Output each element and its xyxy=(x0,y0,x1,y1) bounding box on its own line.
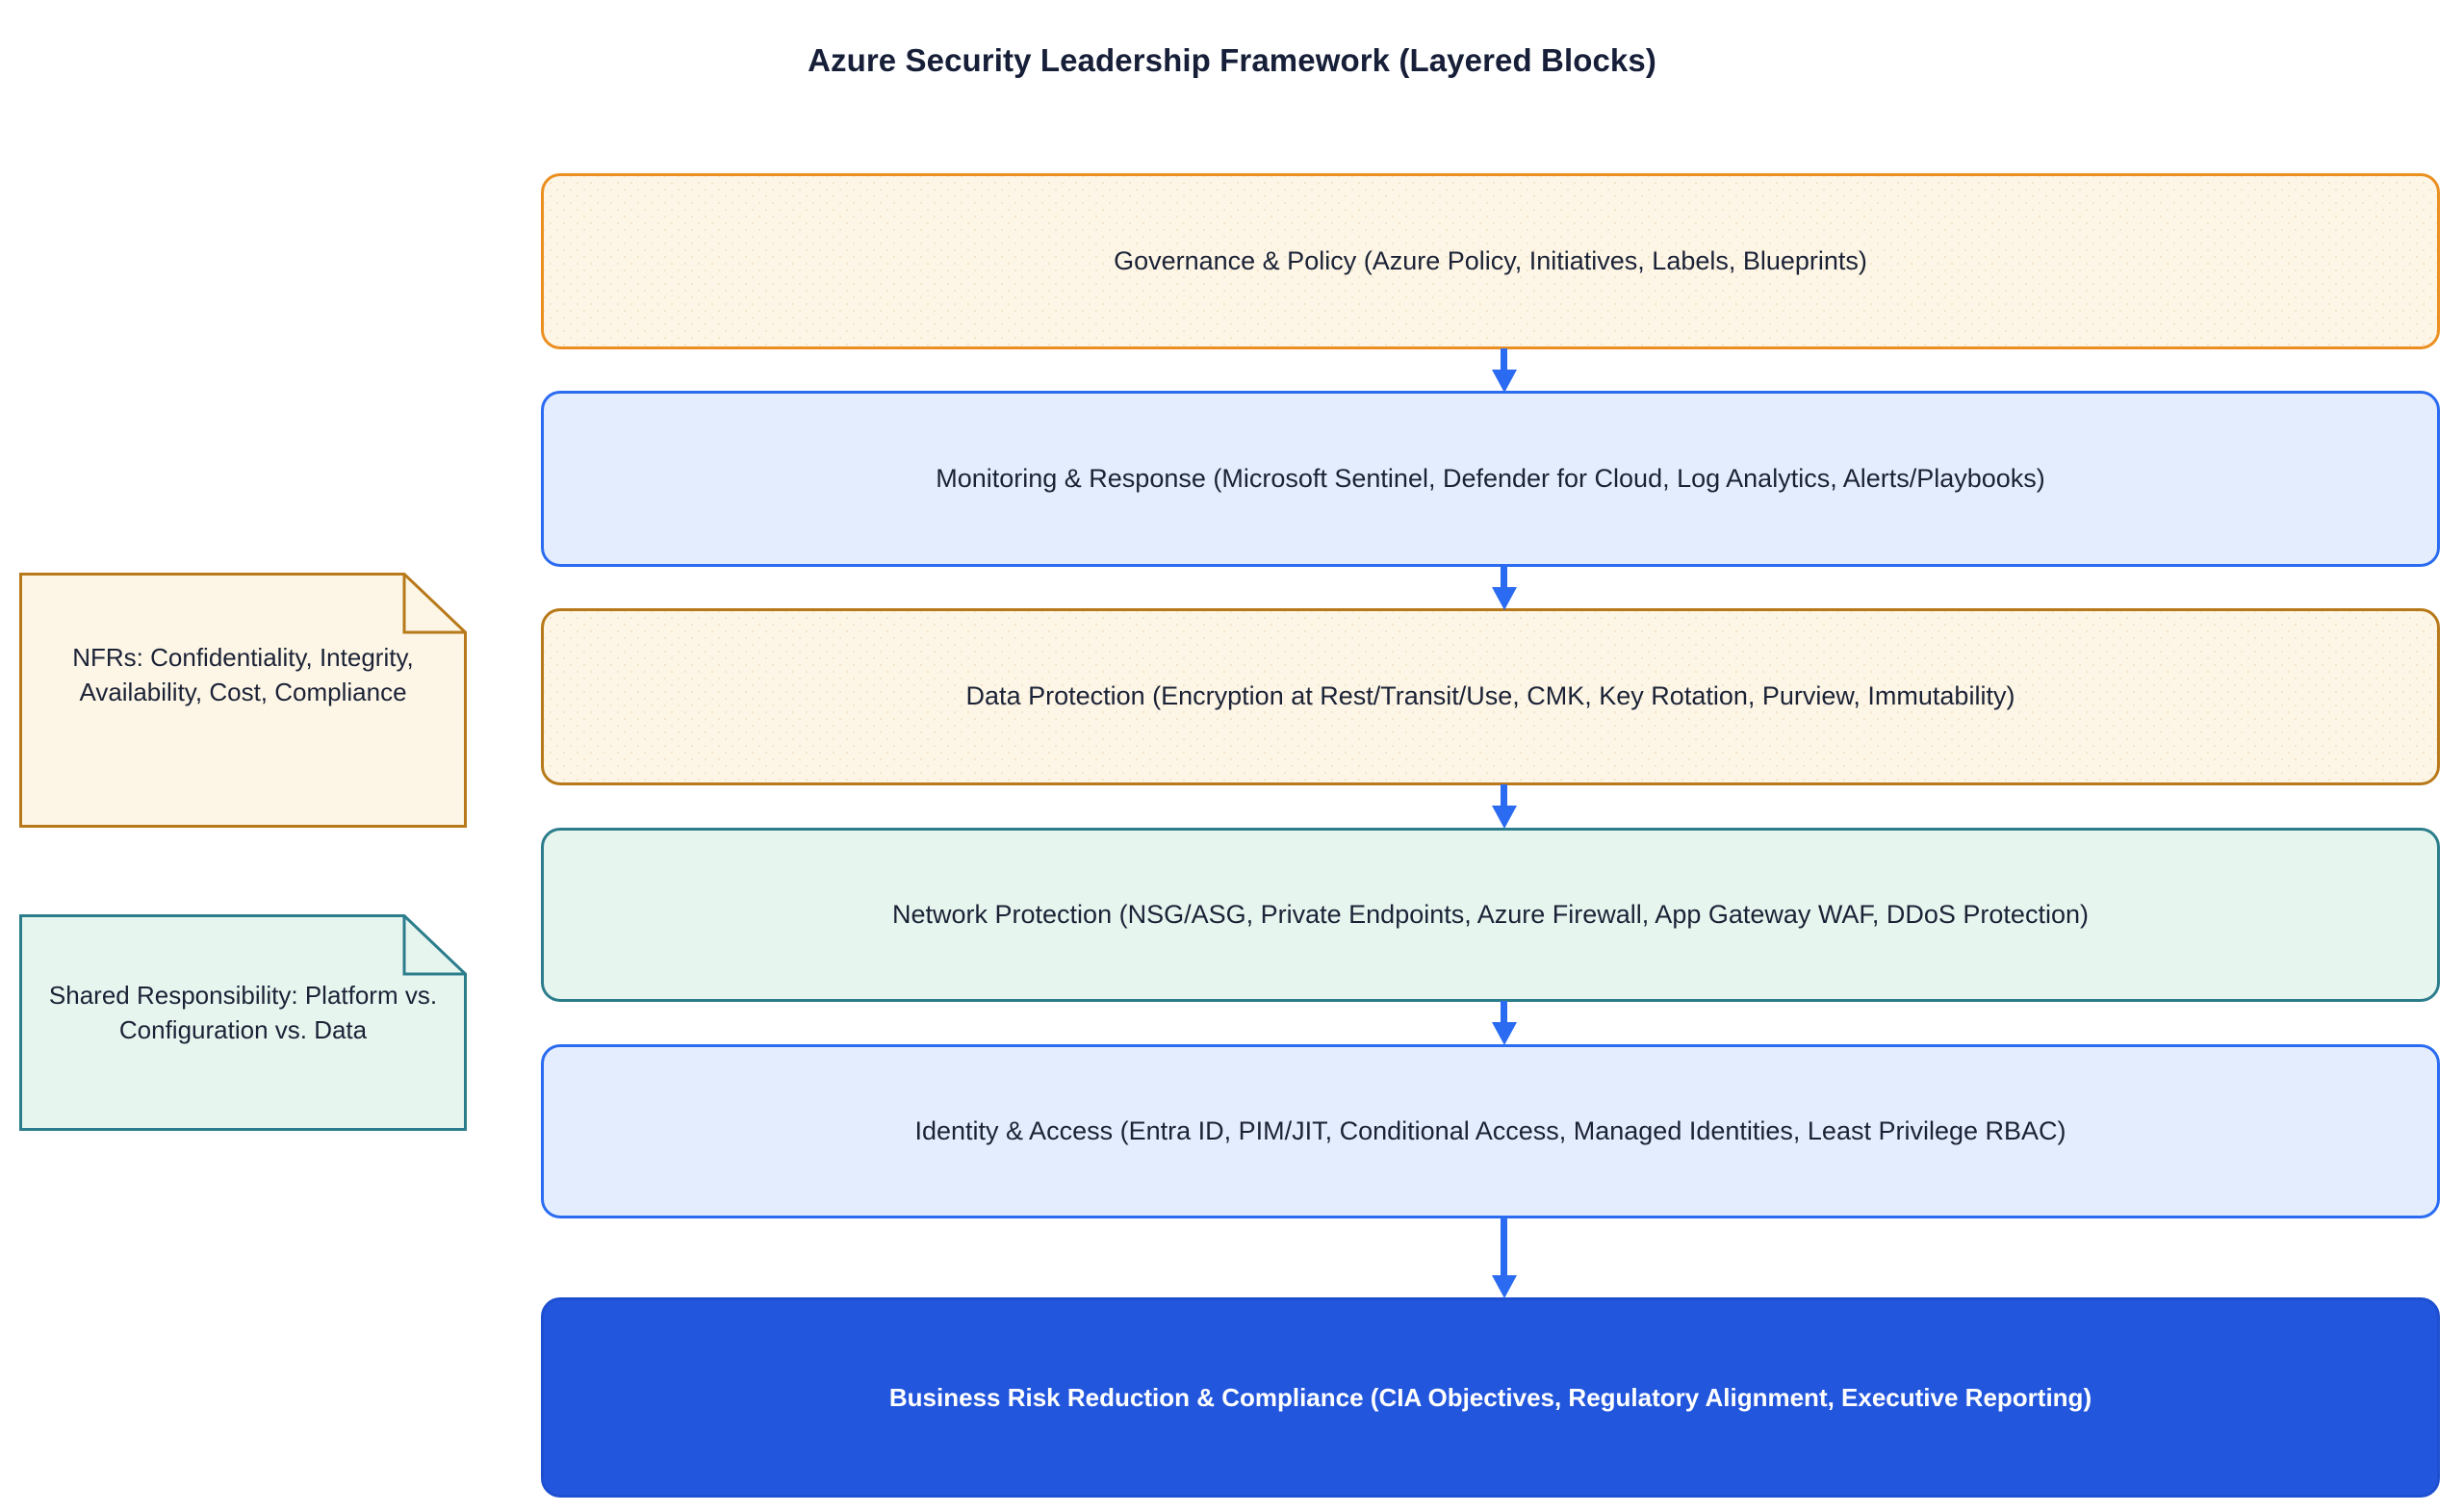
layer-label: Business Risk Reduction & Compliance (CI… xyxy=(888,1382,2092,1412)
arrow-shaft xyxy=(1501,1001,1507,1024)
arrow-shaft xyxy=(1501,784,1507,807)
arrow-head-icon xyxy=(1492,1022,1517,1045)
arrow-network-to-identity xyxy=(1490,1001,1519,1045)
layer-block-identity-access[interactable]: Identity & Access (Entra ID, PIM/JIT, Co… xyxy=(541,1044,2440,1218)
arrow-head-icon xyxy=(1492,1275,1517,1298)
layer-label: Identity & Access (Entra ID, PIM/JIT, Co… xyxy=(914,1115,2066,1145)
arrow-head-icon xyxy=(1492,370,1517,393)
arrow-head-icon xyxy=(1492,587,1517,610)
note-label: NFRs: Confidentiality, Integrity, Availa… xyxy=(72,643,414,706)
note-nfrs[interactable]: NFRs: Confidentiality, Integrity, Availa… xyxy=(19,573,467,828)
layer-label: Governance & Policy (Azure Policy, Initi… xyxy=(1114,245,1867,275)
arrow-head-icon xyxy=(1492,806,1517,829)
arrow-data-protection-to-network xyxy=(1490,784,1519,829)
layer-label: Network Protection (NSG/ASG, Private End… xyxy=(892,899,2089,929)
layer-block-network-protection[interactable]: Network Protection (NSG/ASG, Private End… xyxy=(541,828,2440,1002)
layer-block-data-protection[interactable]: Data Protection (Encryption at Rest/Tran… xyxy=(541,608,2440,785)
layer-block-business-risk-reduction[interactable]: Business Risk Reduction & Compliance (CI… xyxy=(541,1297,2440,1498)
arrow-monitoring-to-data-protection xyxy=(1490,566,1519,610)
note-shape-folded-corner-icon xyxy=(19,914,467,1131)
arrow-identity-to-business-risk xyxy=(1490,1217,1519,1299)
note-label: Shared Responsibility: Platform vs. Conf… xyxy=(48,981,438,1044)
layer-label: Monitoring & Response (Microsoft Sentine… xyxy=(936,463,2045,493)
arrow-shaft xyxy=(1501,1217,1507,1277)
arrow-governance-to-monitoring xyxy=(1490,348,1519,393)
layer-label: Data Protection (Encryption at Rest/Tran… xyxy=(965,681,2015,711)
arrow-shaft xyxy=(1501,348,1507,372)
layer-block-governance-policy[interactable]: Governance & Policy (Azure Policy, Initi… xyxy=(541,173,2440,349)
layer-block-monitoring-response[interactable]: Monitoring & Response (Microsoft Sentine… xyxy=(541,391,2440,567)
note-shape-folded-corner-icon xyxy=(19,573,467,828)
note-shared-responsibility[interactable]: Shared Responsibility: Platform vs. Conf… xyxy=(19,914,467,1131)
arrow-shaft xyxy=(1501,566,1507,589)
page-title: Azure Security Leadership Framework (Lay… xyxy=(808,42,1656,78)
